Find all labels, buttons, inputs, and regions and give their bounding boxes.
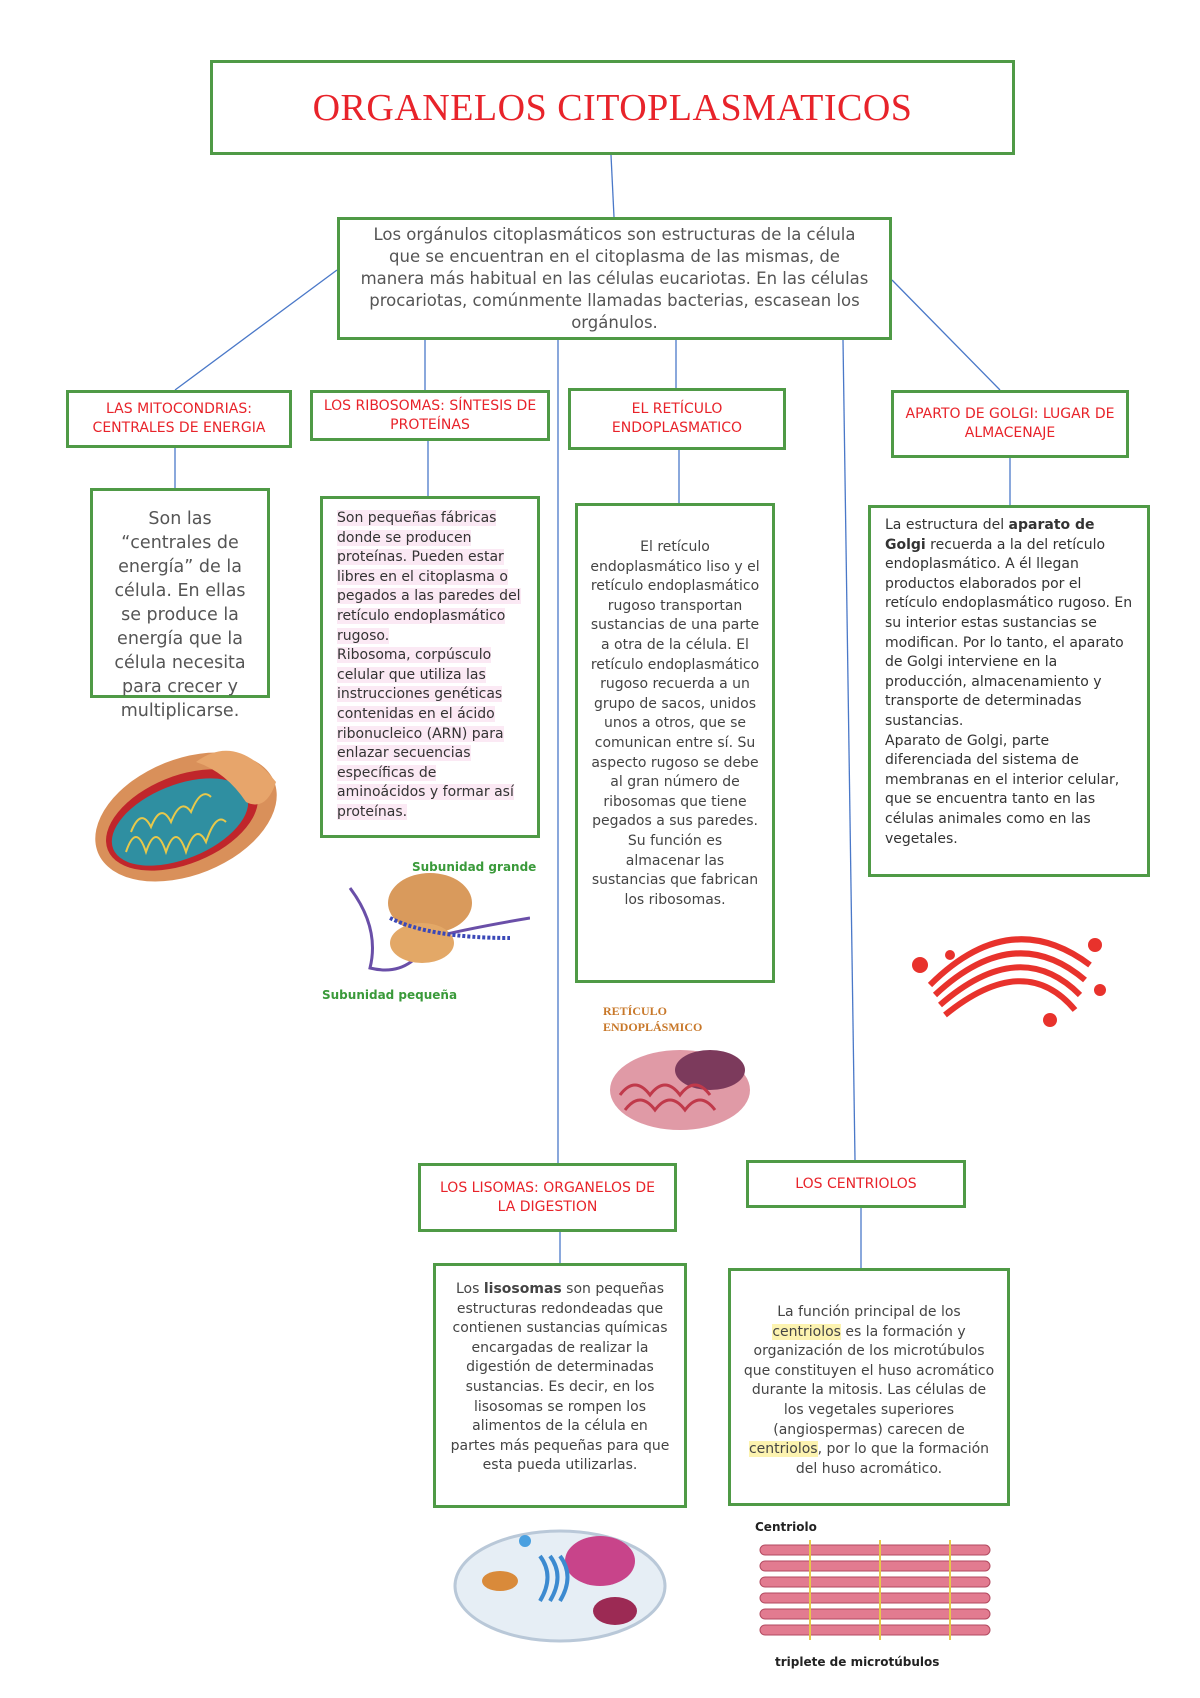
golgi-text-2: Aparato de Golgi, parte diferenciada del…: [885, 732, 1120, 847]
lisosomas-text-post: son pequeñas estructuras redondeadas que…: [450, 1281, 670, 1474]
golgi-heading: APARTO DE GOLGI: LUGAR DE ALMACENAJE: [905, 406, 1115, 441]
golgi-text-pre: La estructura del: [885, 517, 1009, 533]
centriolo-image: [759, 1540, 991, 1640]
lisosomas-text-bold: lisosomas: [483, 1281, 562, 1297]
lisosomas-text-pre: Los: [455, 1281, 484, 1297]
ribosomas-heading: LOS RIBOSOMAS: SÍNTESIS DE PROTEÍNAS: [323, 397, 537, 433]
golgi-heading-box: APARTO DE GOLGI: LUGAR DE ALMACENAJE: [891, 390, 1129, 458]
golgi-image: [912, 936, 1106, 1027]
title-box: ORGANELOS CITOPLASMATICOS: [210, 60, 1015, 155]
intro-box: Los orgánulos citoplasmáticos son estruc…: [337, 217, 892, 340]
ribosome-label-large: Subunidad grande: [412, 860, 537, 874]
centriolos-t1: La función principal de los: [777, 1304, 961, 1320]
ribosome-label-small: Subunidad pequeña: [322, 988, 458, 1002]
reticulo-heading: EL RETÍCULO ENDOPLASMATICO: [611, 401, 743, 436]
ribosomas-text-2: Ribosoma, corpúsculo celular que utiliza…: [337, 647, 514, 820]
ribosomas-text-box: Son pequeñas fábricas donde se producen …: [320, 496, 540, 838]
mitocondrias-text: Son las “centrales de energía” de la cél…: [114, 509, 246, 721]
reticulo-text: El retículo endoplasmático liso y el ret…: [590, 539, 760, 908]
page-title: ORGANELOS CITOPLASMATICOS: [312, 86, 913, 129]
reticulo-heading-box: EL RETÍCULO ENDOPLASMATICO: [568, 388, 786, 450]
ribosome-image: [348, 873, 530, 972]
reticulo-image: [610, 1050, 750, 1130]
golgi-text-post: recuerda a la del retículo endoplasmátic…: [885, 536, 1133, 729]
centriolos-keyword-1: centriolos: [772, 1323, 841, 1340]
lisosomas-heading: LOS LISOMAS: ORGANELOS DE LA DIGESTION: [440, 1179, 655, 1215]
golgi-text-bold: aparato de Golgi: [885, 517, 1095, 553]
mitocondrias-text-box: Son las “centrales de energía” de la cél…: [90, 488, 270, 721]
mitochondria-image: [95, 750, 277, 882]
ribosomas-heading-box: LOS RIBOSOMAS: SÍNTESIS DE PROTEÍNAS: [310, 390, 550, 441]
cell-image: [453, 1529, 667, 1643]
centriolos-t3: , por lo que la formación del huso acrom…: [795, 1441, 990, 1477]
centriolos-heading-box: LOS CENTRIOLOS: [746, 1160, 966, 1208]
lisosomas-heading-box: LOS LISOMAS: ORGANELOS DE LA DIGESTION: [418, 1163, 677, 1232]
centriolos-heading: LOS CENTRIOLOS: [795, 1175, 917, 1192]
centriolo-image-caption: triplete de microtúbulos: [775, 1655, 940, 1669]
centriolos-t2: es la formación y organización de los mi…: [743, 1323, 995, 1438]
lisosomas-text-box: Los lisosomas son pequeñas estructuras r…: [433, 1263, 687, 1508]
mitocondrias-heading-box: LAS MITOCONDRIAS: CENTRALES DE ENERGIA: [66, 390, 292, 448]
centriolos-text-box: La función principal de los centriolos e…: [728, 1268, 1010, 1506]
centriolos-keyword-2: centriolos: [748, 1441, 818, 1458]
centriolo-image-label: Centriolo: [755, 1520, 817, 1534]
reticulo-text-box: El retículo endoplasmático liso y el ret…: [575, 503, 775, 983]
mitocondrias-heading: LAS MITOCONDRIAS: CENTRALES DE ENERGIA: [92, 401, 266, 436]
ribosomas-text-1: Son pequeñas fábricas donde se producen …: [337, 510, 521, 644]
reticulo-image-label: RETÍCULO ENDOPLÁSMICO: [603, 1004, 703, 1034]
intro-text: Los orgánulos citoplasmáticos son estruc…: [360, 224, 869, 332]
golgi-text-box: La estructura del aparato de Golgi recue…: [868, 505, 1150, 877]
